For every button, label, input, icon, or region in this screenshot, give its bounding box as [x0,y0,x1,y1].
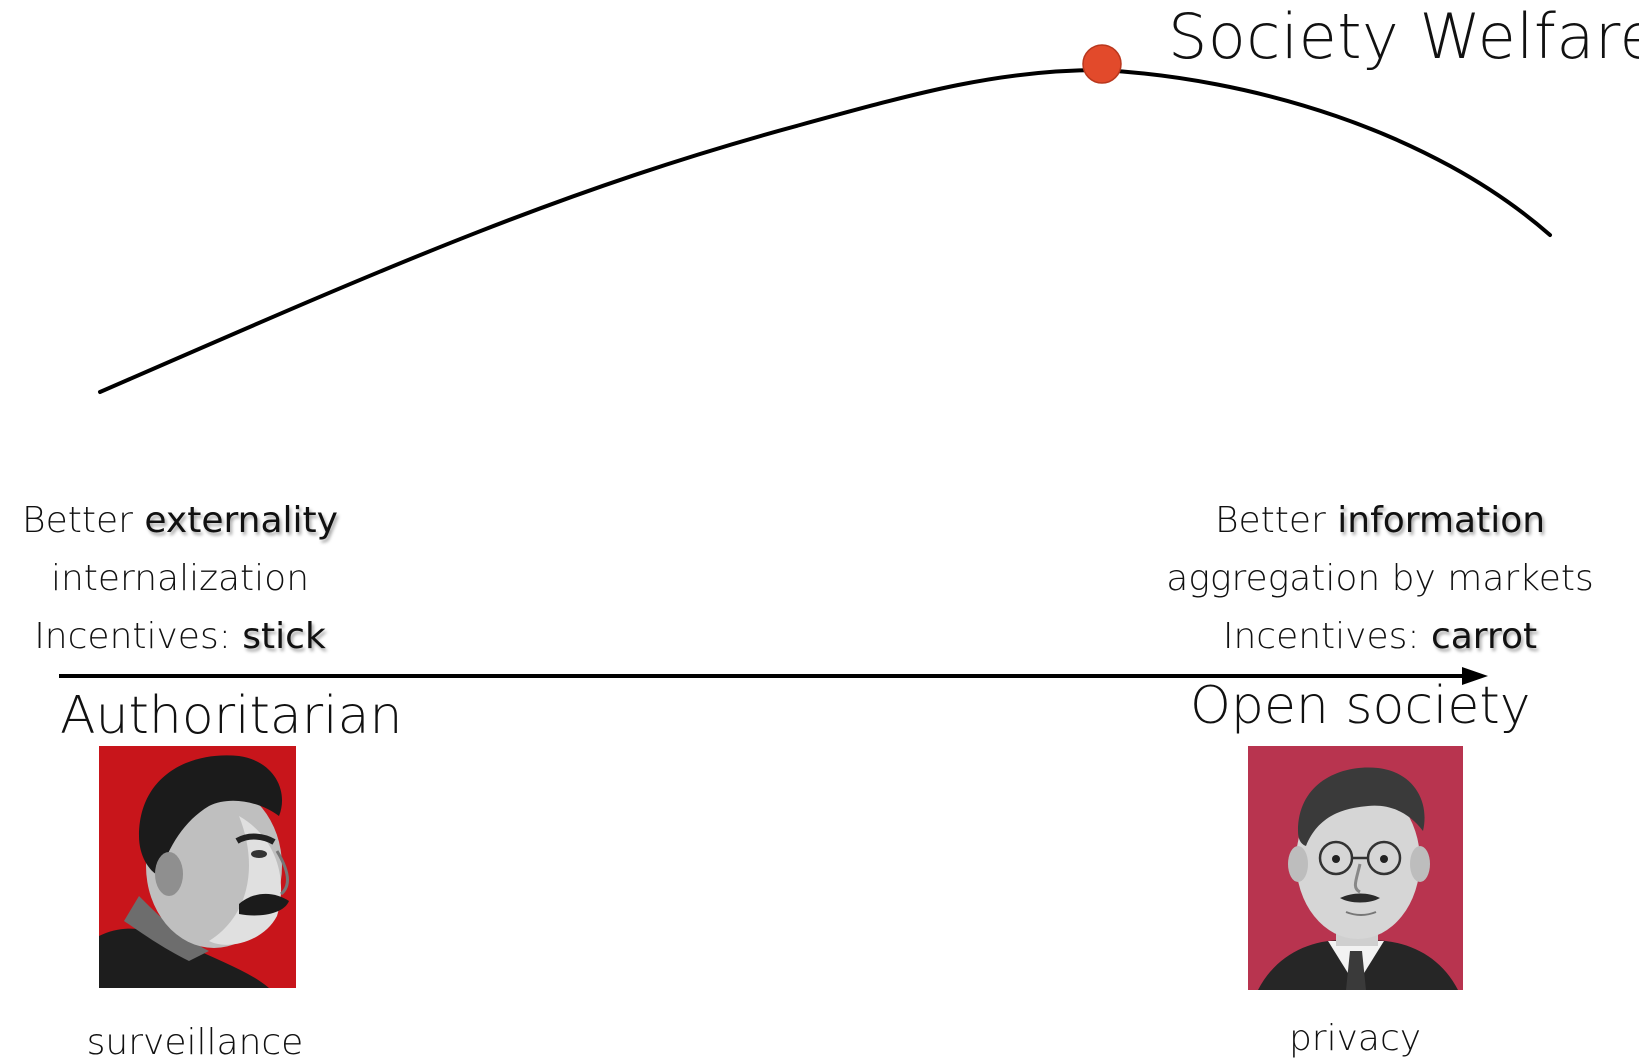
portrait-mustached-man-red-background [99,746,296,988]
right-line-2: aggregation by markets [1166,558,1594,599]
peak-marker [1082,44,1122,84]
left-description: Better externality internalization Incen… [0,492,360,666]
left-line-2: internalization [50,558,310,599]
right-line-3: Incentives: carrot [1140,608,1620,666]
right-line-1-highlight: information [1337,500,1546,541]
privacy-caption: privacy [1288,1018,1422,1059]
left-line-1-highlight: externality [144,500,338,541]
left-line-3: Incentives: stick [0,608,360,666]
right-line-3-highlight: carrot [1430,616,1538,657]
welfare-curve [98,67,1552,394]
right-line-1-prefix: Better [1214,500,1338,541]
authoritarian-label: Authoritarian [60,686,403,746]
right-line-3-prefix: Incentives: [1222,616,1431,657]
left-line-1: Better externality [0,492,360,550]
right-description: Better information aggregation by market… [1140,492,1620,666]
left-line-3-highlight: stick [242,616,326,657]
right-line-1: Better information [1140,492,1620,550]
open-society-label: Open society [1190,676,1531,736]
arrowhead-right-icon [1462,667,1488,685]
chart-title: Society Welfare [1168,0,1639,73]
left-line-1-prefix: Better [22,500,145,541]
portrait-man-glasses-red-background [1248,746,1463,990]
surveillance-caption: surveillance [86,1022,304,1063]
left-line-3-prefix: Incentives: [34,616,243,657]
